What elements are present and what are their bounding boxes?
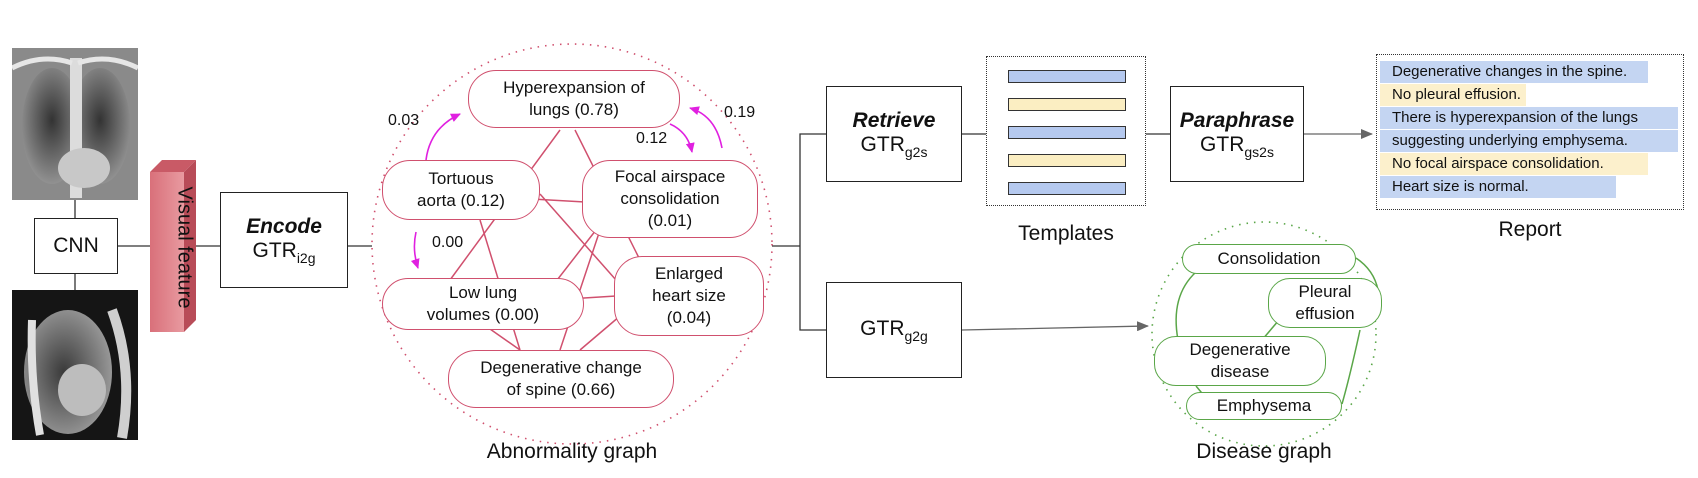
edge-consolidation-degenerative — [1175, 271, 1197, 341]
report-sentence: No pleural effusion. — [1380, 84, 1526, 106]
report-caption: Report — [1498, 218, 1562, 241]
disease-node-consolidation: Consolidation — [1182, 244, 1356, 274]
disease-node-emphysema: Emphysema — [1186, 392, 1342, 420]
encode-box: Encode GTRi2g — [220, 192, 348, 288]
node-tortuous-aorta: Tortuous aorta (0.12) — [382, 160, 540, 220]
encode-title: Encode — [246, 214, 322, 238]
abnormality-graph-boundary — [371, 43, 773, 445]
template-bar — [1008, 126, 1126, 139]
lateral-xray-image — [12, 290, 138, 440]
paraphrase-gtr: GTRgs2s — [1200, 132, 1274, 160]
disease-graph-caption: Disease graph — [1196, 440, 1332, 463]
cnn-label: CNN — [53, 234, 99, 257]
arrow-tortuous-low — [410, 231, 420, 269]
edge-pleural-emphysema — [1341, 329, 1361, 405]
node-degenerative-spine: Degenerative change of spine (0.66) — [448, 350, 674, 408]
arrow-focal-hyper — [689, 106, 723, 149]
disease-node-degenerative: Degenerative disease — [1154, 336, 1326, 386]
template-bar — [1008, 98, 1126, 111]
templates-caption: Templates — [1018, 222, 1114, 245]
connector-branch-retrieve — [799, 133, 826, 246]
template-bar — [1008, 70, 1126, 83]
arrow-tortuous-hyper — [425, 113, 461, 161]
arrow-g2g-disease-graph — [961, 321, 1149, 332]
node-low-lung-volumes: Low lung volumes (0.00) — [382, 278, 584, 330]
edge-weight-2: 0.19 — [724, 104, 756, 121]
paraphrase-title: Paraphrase — [1179, 108, 1295, 132]
visual-feature-block: Visual feature — [150, 160, 196, 332]
abnormality-graph-caption: Abnormality graph — [486, 440, 658, 463]
edge-weight-1: 0.03 — [388, 112, 420, 129]
report-sentence: There is hyperexpansion of the lungs — [1380, 107, 1678, 129]
retrieve-title: Retrieve — [852, 108, 936, 132]
node-enlarged-heart: Enlarged heart size (0.04) — [614, 256, 764, 336]
edge-weight-3: 0.12 — [636, 130, 668, 147]
retrieve-box: Retrieve GTRg2s — [826, 86, 962, 182]
edge-tortuous-enlarged — [539, 193, 617, 281]
visual-feature-label: Visual feature — [173, 186, 196, 309]
connector-branch-g2g — [799, 246, 826, 331]
g2g-gtr: GTRg2g — [860, 316, 928, 344]
arrow-hyper-focal — [669, 123, 695, 153]
node-hyperexpansion: Hyperexpansion of lungs (0.78) — [468, 70, 680, 128]
g2g-box: GTRg2g — [826, 282, 962, 378]
encode-gtr: GTRi2g — [252, 238, 316, 266]
edge-enlarged-degenerative — [579, 315, 621, 351]
report-sentence: suggesting underlying emphysema. — [1380, 130, 1678, 152]
disease-node-pleural-effusion: Pleural effusion — [1268, 278, 1382, 328]
template-bar — [1008, 154, 1126, 167]
node-focal-consolidation: Focal airspace consolidation (0.01) — [582, 160, 758, 238]
template-bar — [1008, 182, 1126, 195]
cnn-box: CNN — [34, 218, 118, 274]
report-sentence: No focal airspace consolidation. — [1380, 153, 1648, 175]
report-sentence: Degenerative changes in the spine. — [1380, 61, 1648, 83]
retrieve-gtr: GTRg2s — [860, 132, 928, 160]
paraphrase-box: Paraphrase GTRgs2s — [1170, 86, 1304, 182]
report-sentence: Heart size is normal. — [1380, 176, 1616, 198]
frontal-xray-image — [12, 48, 138, 200]
disease-graph-boundary — [1151, 221, 1377, 447]
edge-weight-4: 0.00 — [432, 234, 464, 251]
